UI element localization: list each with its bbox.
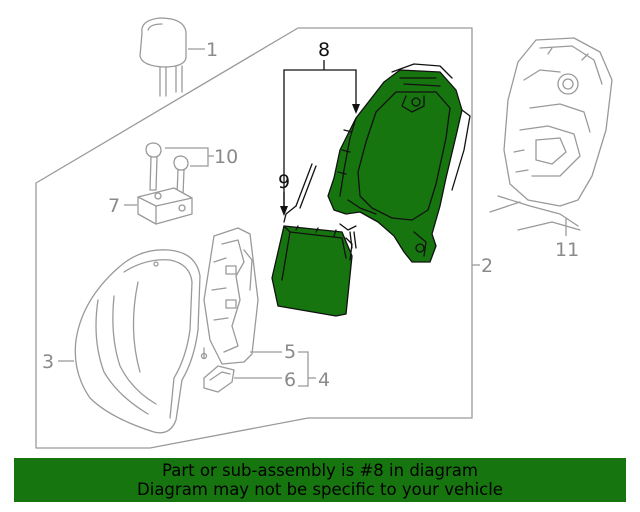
callout-8: 8 (318, 39, 330, 61)
callout-3: 3 (42, 351, 54, 373)
clip-part-6 (200, 347, 235, 393)
callout-5: 5 (284, 341, 296, 363)
leader-4 (298, 351, 309, 387)
arrow-8-right (352, 104, 360, 114)
headrest-guides-part-10 (145, 142, 189, 196)
callout-7: 7 (108, 195, 120, 217)
callout-10: 10 (214, 146, 238, 168)
callout-1: 1 (206, 39, 218, 61)
headrest-part-1 (139, 17, 187, 97)
info-banner: Part or sub-assembly is #8 in diagram Di… (14, 458, 626, 502)
callout-9: 9 (278, 171, 290, 193)
assembly-boundary (35, 27, 473, 449)
leader-10 (165, 147, 209, 167)
banner-line-1: Part or sub-assembly is #8 in diagram (162, 461, 478, 480)
seatback-cover-part-3 (74, 249, 201, 434)
side-panel-part-5 (203, 227, 259, 365)
arrow-8-left (280, 206, 288, 216)
module-part-7 (137, 187, 193, 225)
seatback-frame-part-8 (271, 63, 471, 317)
callout-6: 6 (284, 369, 296, 391)
callout-11: 11 (555, 239, 579, 261)
banner-line-2: Diagram may not be specific to your vehi… (137, 480, 503, 499)
leader-8 (283, 69, 357, 214)
callout-2: 2 (481, 255, 493, 277)
rear-frame-part-11 (489, 37, 613, 231)
callout-4: 4 (318, 369, 330, 391)
